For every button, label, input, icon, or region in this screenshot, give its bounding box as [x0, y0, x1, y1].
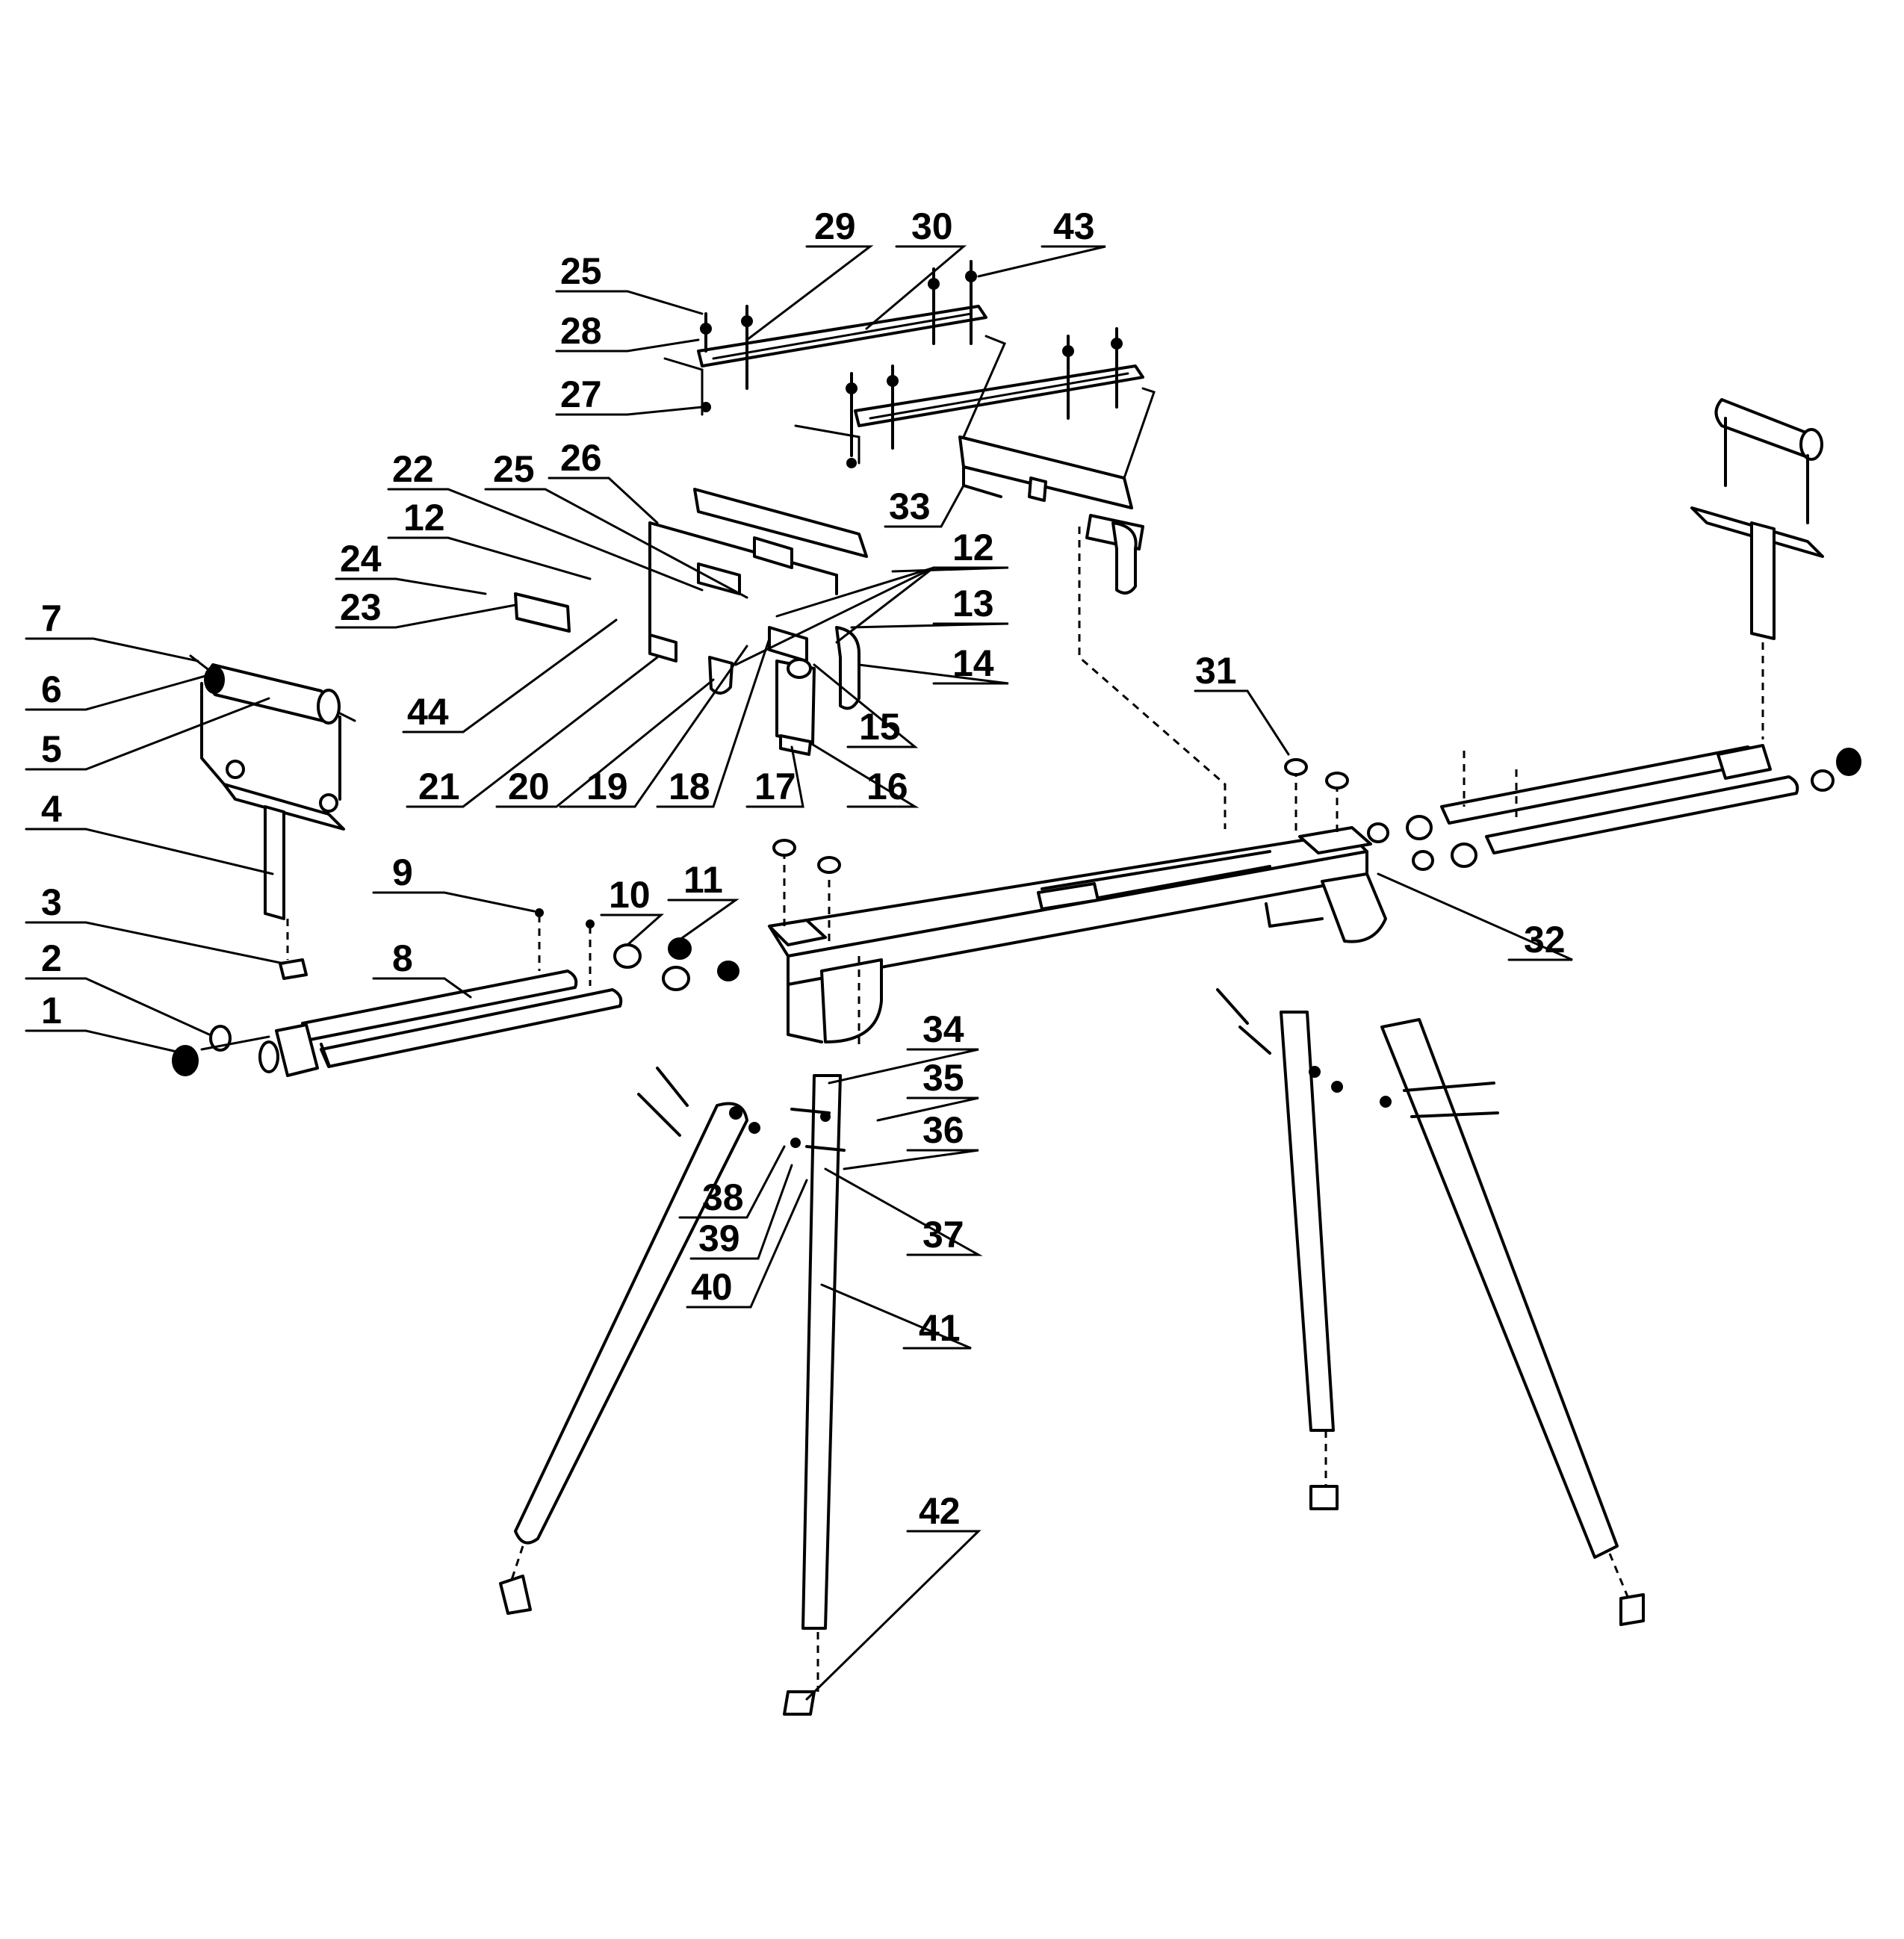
- callout-42: 42: [919, 1490, 961, 1532]
- end-cap-1: [172, 1045, 199, 1076]
- callout-43: 43: [1053, 205, 1095, 247]
- callout-39: 39: [698, 1217, 740, 1259]
- callout-12-right: 12: [952, 527, 994, 568]
- callout-labels: 1 2 3 4 5 6 7 8 9 10 11 12 12 13 14 15 1…: [41, 205, 1566, 1532]
- clamp-assembly: [775, 626, 860, 756]
- callout-21: 21: [418, 766, 460, 807]
- right-extension-arm: [1367, 744, 1861, 871]
- mounting-bracket-left: [514, 488, 868, 695]
- callout-16: 16: [866, 766, 908, 807]
- rail-bolts: [700, 260, 1123, 468]
- callout-6: 6: [41, 668, 62, 710]
- callout-36: 36: [922, 1109, 964, 1151]
- callout-1: 1: [41, 990, 62, 1031]
- callout-20: 20: [508, 766, 550, 807]
- callout-41: 41: [919, 1307, 961, 1349]
- slide-rail-lower: [854, 364, 1144, 427]
- bushings-left: [613, 937, 739, 991]
- right-leg-bracket: [1265, 872, 1387, 943]
- leg-front-right: [783, 1074, 842, 1716]
- callout-44: 44: [407, 691, 449, 733]
- callout-13: 13: [952, 583, 994, 624]
- callout-4: 4: [41, 788, 62, 830]
- callout-31: 31: [1195, 650, 1237, 692]
- callout-38: 38: [702, 1176, 744, 1218]
- callout-9: 9: [392, 851, 413, 893]
- callout-37: 37: [922, 1214, 964, 1256]
- mounting-bracket-right: [958, 435, 1227, 829]
- callout-27: 27: [560, 373, 602, 415]
- callout-30: 30: [911, 205, 953, 247]
- left-leg-bracket: [787, 958, 883, 1043]
- leader-lines: [25, 245, 1573, 1701]
- callout-23: 23: [340, 586, 382, 628]
- callout-7: 7: [41, 598, 62, 639]
- callout-2: 2: [41, 937, 62, 979]
- callout-26: 26: [560, 437, 602, 479]
- callout-8: 8: [392, 937, 413, 979]
- leg-rear-left: [1280, 1011, 1339, 1510]
- leg-front-left: [499, 1102, 748, 1615]
- callout-33: 33: [889, 485, 931, 527]
- right-roller-support: [1690, 398, 1824, 739]
- callout-3: 3: [41, 881, 62, 923]
- clip-3: [279, 958, 308, 980]
- callout-25-lower: 25: [493, 448, 535, 490]
- callout-10: 10: [609, 874, 651, 916]
- callout-29: 29: [814, 205, 856, 247]
- callout-35: 35: [922, 1057, 964, 1099]
- callout-14: 14: [952, 642, 994, 684]
- callout-15: 15: [859, 706, 901, 748]
- callout-32: 32: [1524, 919, 1566, 961]
- callout-5: 5: [41, 728, 62, 770]
- leg-rear-right: [1380, 1018, 1645, 1626]
- main-beam: [768, 826, 1372, 986]
- left-extension-arm: [258, 970, 623, 1077]
- left-roller-support: [189, 654, 356, 920]
- callout-19: 19: [586, 766, 628, 807]
- callout-34: 34: [922, 1008, 964, 1050]
- callout-24: 24: [340, 538, 382, 580]
- callout-12-left: 12: [403, 497, 445, 539]
- callout-22: 22: [392, 448, 434, 490]
- slide-rail-upper: [697, 305, 987, 367]
- callout-11: 11: [683, 859, 723, 901]
- callout-17: 17: [754, 766, 796, 807]
- callout-40: 40: [691, 1266, 733, 1308]
- callout-28: 28: [560, 310, 602, 352]
- callout-25-upper: 25: [560, 250, 602, 292]
- callout-18: 18: [669, 766, 710, 807]
- leg-fasteners: [510, 758, 1630, 1692]
